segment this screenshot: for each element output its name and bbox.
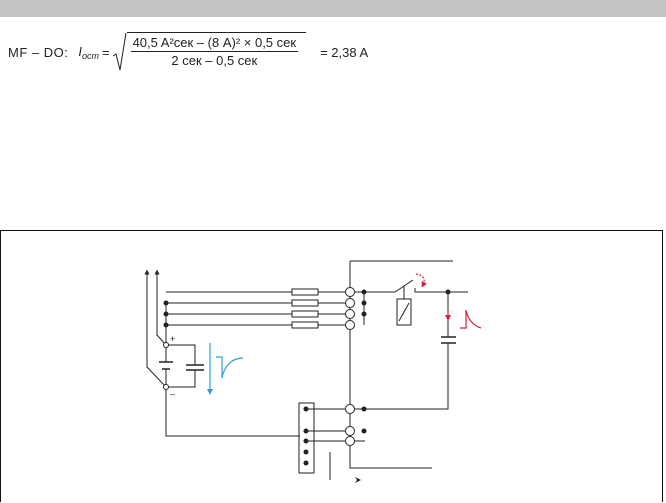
denominator: 2 сек – 0,5 сек bbox=[171, 53, 258, 68]
terminals bbox=[163, 287, 355, 446]
minus-label: – bbox=[170, 389, 175, 399]
plus-label: + bbox=[170, 334, 175, 344]
square-root: 40,5 A²сек – (8 A)² × 0,5 сек 2 сек – 0,… bbox=[112, 32, 307, 72]
junction-dots bbox=[163, 289, 451, 483]
pulse-curve-icon bbox=[460, 309, 482, 329]
fuse bbox=[291, 310, 319, 318]
variable: I bbox=[78, 43, 82, 59]
fuse bbox=[291, 288, 319, 296]
fuse bbox=[291, 299, 319, 307]
fraction: 40,5 A²сек – (8 A)² × 0,5 сек 2 сек – 0,… bbox=[126, 32, 307, 72]
diagram-frame bbox=[0, 230, 663, 502]
numerator: 40,5 A²сек – (8 A)² × 0,5 сек bbox=[130, 35, 299, 52]
wires bbox=[144, 260, 468, 480]
discharge-current-blue bbox=[207, 343, 244, 395]
pulse-curve-icon bbox=[216, 356, 244, 379]
formula-result: = 2,38 A bbox=[320, 44, 369, 60]
fuse bbox=[291, 321, 319, 329]
current-symbol: Iост bbox=[78, 44, 99, 61]
radical-sign-icon bbox=[112, 32, 127, 71]
header-bar bbox=[0, 0, 666, 17]
discharge-current-red bbox=[415, 273, 482, 329]
subscript: ост bbox=[81, 50, 99, 61]
fuses bbox=[291, 288, 319, 329]
residual-current-formula: MF – DO: Iост = 40,5 A²сек – (8 A)² × 0,… bbox=[8, 32, 368, 72]
switch-arrow-icon bbox=[415, 273, 428, 288]
formula-label: MF – DO: bbox=[8, 44, 69, 60]
equals-sign: = bbox=[101, 44, 110, 60]
